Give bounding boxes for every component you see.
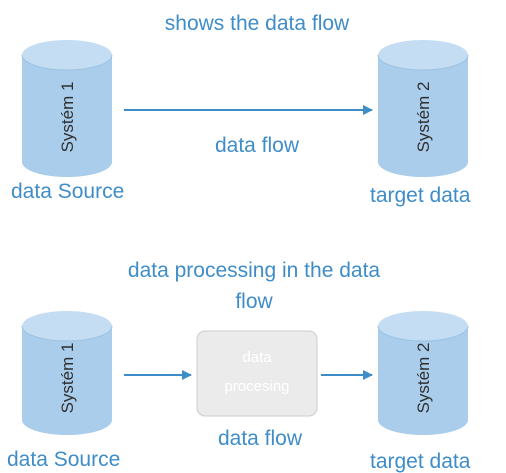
source-system-name: Systém 1 xyxy=(58,82,77,153)
bottom-flow-label: data flow xyxy=(217,427,303,450)
processing-box: data procesing xyxy=(196,330,318,417)
top-flow-label: data flow xyxy=(214,134,300,157)
target-system-cylinder: Systém 2 xyxy=(377,40,469,177)
bottom-source-label: data Source xyxy=(7,448,121,471)
bottom-title-line1: data processing in the data xyxy=(127,259,381,282)
top-title: shows the data flow xyxy=(164,12,350,35)
bottom-title-line2: flow xyxy=(235,290,273,313)
top-source-label: data Source xyxy=(11,180,125,203)
top-target-label: target data xyxy=(370,184,471,207)
processing-label-line2: procesing xyxy=(224,378,289,395)
target-system-name: Systém 2 xyxy=(414,82,433,153)
source-system-cylinder: Systém 1 xyxy=(21,311,113,435)
source-system-name: Systém 1 xyxy=(58,343,77,414)
target-system-name: Systém 2 xyxy=(414,343,433,414)
bottom-target-label: target data xyxy=(370,450,471,473)
processing-label-line1: data xyxy=(242,349,272,366)
source-system-cylinder: Systém 1 xyxy=(21,40,113,177)
target-system-cylinder: Systém 2 xyxy=(377,311,469,435)
